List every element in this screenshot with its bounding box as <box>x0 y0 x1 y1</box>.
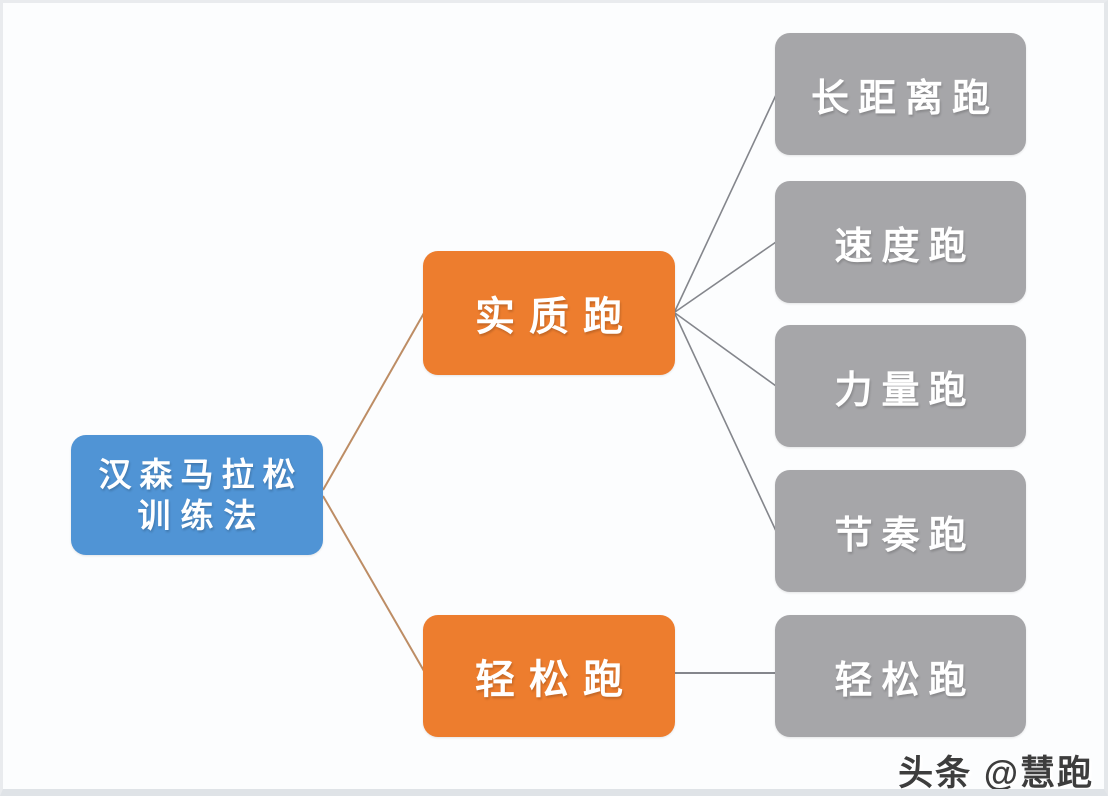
branch-node-substance-run: 实质跑 <box>423 251 675 375</box>
leaf-node-long-distance-run: 长距离跑 <box>775 33 1026 155</box>
leaf-node-tempo-run: 节奏跑 <box>775 470 1026 592</box>
root-node-label-line2: 训练法 <box>137 497 267 534</box>
leaf-node-label: 节奏跑 <box>834 514 976 557</box>
connector-branch1-to-leaf-1 <box>674 94 777 312</box>
leaf-node-easy-run: 轻松跑 <box>775 615 1026 737</box>
connector-branch1-to-leaf-3 <box>674 312 777 387</box>
leaf-node-speed-run: 速度跑 <box>775 181 1026 303</box>
branch-node-label: 轻松跑 <box>475 658 637 702</box>
branch-node-label: 实质跑 <box>475 295 637 339</box>
leaf-node-label: 轻松跑 <box>834 659 976 702</box>
leaf-node-label: 力量跑 <box>834 369 976 412</box>
connector-branch1-to-leaf-2 <box>674 241 777 313</box>
watermark-toutiao-huipao: 头条 @慧跑 <box>898 754 1094 793</box>
leaf-node-strength-run: 力量跑 <box>775 325 1026 447</box>
connector-root-to-branch-1 <box>322 312 425 491</box>
connector-root-to-branch-2 <box>322 495 425 672</box>
connector-branch1-to-leaf-4 <box>674 313 777 532</box>
leaf-node-label: 速度跑 <box>834 225 976 268</box>
root-node-label-line1: 汉森马拉松 <box>98 455 304 493</box>
leaf-node-label: 长距离跑 <box>810 77 999 120</box>
branch-node-easy-run: 轻松跑 <box>423 615 675 737</box>
root-node-hanson-method: 汉森马拉松 训练法 <box>71 435 323 555</box>
